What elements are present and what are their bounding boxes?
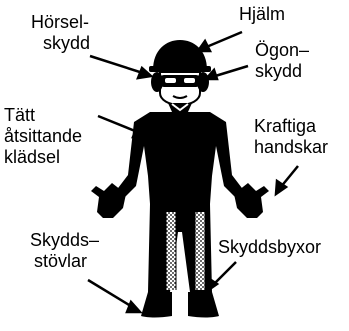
- arrow-horselskydd: [90, 56, 146, 74]
- label-handskar-line1: Kraftiga: [254, 116, 328, 137]
- label-klader-line3: klädsel: [4, 147, 82, 168]
- label-hjalm-text: Hjälm: [239, 4, 285, 25]
- boot-left-icon: [141, 292, 172, 318]
- label-stovlar: Skydds– stövlar: [30, 230, 99, 272]
- label-klader-line2: åtsittande: [4, 126, 82, 147]
- label-klader: Tätt åtsittande klädsel: [4, 105, 82, 168]
- jacket: [112, 112, 248, 204]
- arrow-stovlar: [88, 280, 134, 308]
- goggles-lens-left: [165, 78, 176, 83]
- ear-muff-right-icon: [197, 72, 209, 92]
- label-ogonskydd-line2: skydd: [255, 61, 309, 82]
- arrowhead-byxor: [207, 278, 217, 291]
- label-stovlar-line2: stövlar: [30, 251, 99, 272]
- label-handskar: Kraftiga handskar: [254, 116, 328, 158]
- label-hjalm: Hjälm: [239, 4, 285, 25]
- trouser-left-pad: [166, 212, 176, 290]
- boot-right-icon: [188, 292, 219, 318]
- helmet-icon: [153, 40, 207, 70]
- label-klader-line1: Tätt: [4, 105, 82, 126]
- label-ogonskydd: Ögon– skydd: [255, 40, 309, 82]
- ear-muff-left-icon: [151, 72, 163, 92]
- label-handskar-line2: handskar: [254, 137, 328, 158]
- trouser-right-pad: [195, 212, 205, 290]
- goggles-lens-right: [184, 78, 195, 83]
- label-stovlar-line1: Skydds–: [30, 230, 99, 251]
- arrowhead-hjalm: [198, 41, 210, 51]
- label-byxor: Skyddsbyxor: [218, 237, 321, 258]
- label-horselskydd: Hörsel- skydd: [31, 12, 90, 54]
- arrow-klader: [98, 116, 140, 133]
- arrow-ogonskydd: [212, 66, 248, 77]
- label-byxor-text: Skyddsbyxor: [218, 237, 321, 258]
- arrow-hjalm: [204, 32, 242, 48]
- label-horselskydd-line2: skydd: [31, 33, 90, 54]
- label-ogonskydd-line1: Ögon–: [255, 40, 309, 61]
- label-horselskydd-line1: Hörsel-: [31, 12, 90, 33]
